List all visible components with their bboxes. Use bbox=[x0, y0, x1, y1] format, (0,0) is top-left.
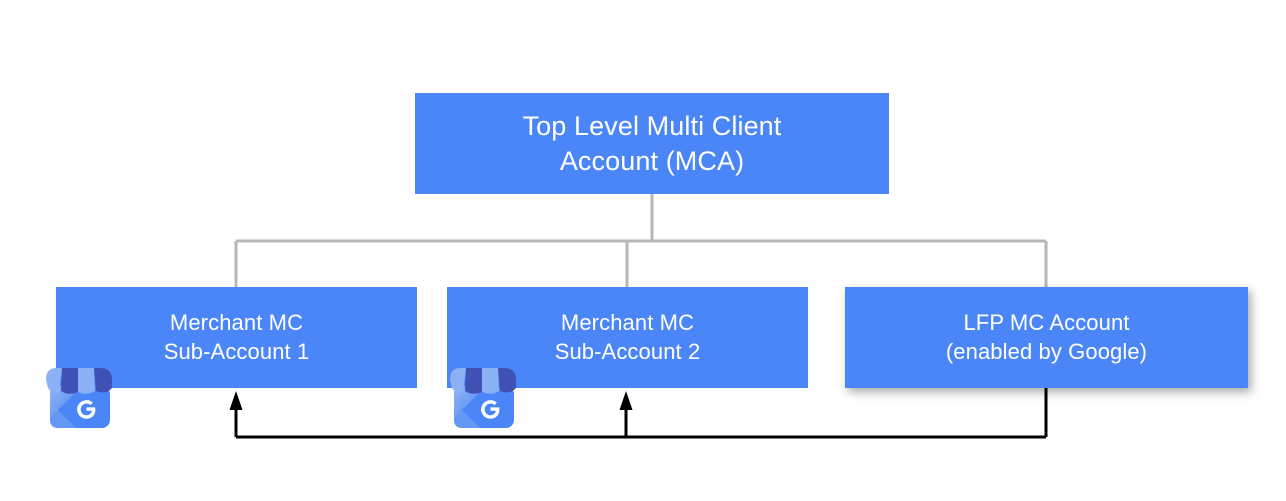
node-lfp-mc-account-line1: LFP MC Account bbox=[963, 310, 1130, 336]
node-merchant-sub-account-1[interactable]: Merchant MC Sub-Account 1 bbox=[56, 287, 417, 388]
node-merchant-sub-account-2-line1: Merchant MC bbox=[560, 310, 695, 336]
gmb-awning-stripe-4 bbox=[94, 368, 112, 393]
node-top-level-mca-line2: Account (MCA) bbox=[559, 145, 745, 176]
node-merchant-sub-account-1-line2: Sub-Account 1 bbox=[163, 338, 310, 364]
google-my-business-icon bbox=[46, 368, 112, 428]
arrowhead-merchant-2 bbox=[619, 391, 633, 410]
gmb-awning-stripe-3 bbox=[78, 368, 95, 394]
google-my-business-icon bbox=[450, 368, 516, 428]
gmb-g-letter bbox=[481, 400, 500, 419]
gmb-g-letter bbox=[77, 400, 96, 419]
node-merchant-sub-account-2-line2: Sub-Account 2 bbox=[554, 338, 701, 364]
gmb-awning-stripe-1 bbox=[46, 368, 62, 393]
node-lfp-mc-account-line2: (enabled by Google) bbox=[945, 338, 1148, 364]
gmb-awning-stripe-2 bbox=[465, 368, 482, 394]
gmb-awning-stripe-1 bbox=[450, 368, 466, 393]
lfp-feedback-connectors bbox=[234, 388, 1048, 439]
gmb-awning-stripe-3 bbox=[482, 368, 499, 394]
gmb-store-highlight bbox=[454, 386, 486, 418]
arrowhead-merchant-1 bbox=[229, 391, 243, 410]
gmb-awning-stripe-4 bbox=[498, 368, 516, 393]
gmb-awning-stripe-2 bbox=[61, 368, 78, 394]
tree-connectors bbox=[234, 194, 1048, 288]
node-merchant-sub-account-1-line1: Merchant MC bbox=[169, 310, 304, 336]
node-top-level-mca[interactable]: Top Level Multi Client Account (MCA) bbox=[415, 93, 889, 194]
gmb-store-highlight bbox=[50, 386, 82, 418]
node-top-level-mca-line1: Top Level Multi Client bbox=[522, 110, 782, 141]
lfp-feedback-arrowheads bbox=[229, 391, 633, 410]
node-lfp-mc-account[interactable]: LFP MC Account (enabled by Google) bbox=[845, 287, 1248, 388]
